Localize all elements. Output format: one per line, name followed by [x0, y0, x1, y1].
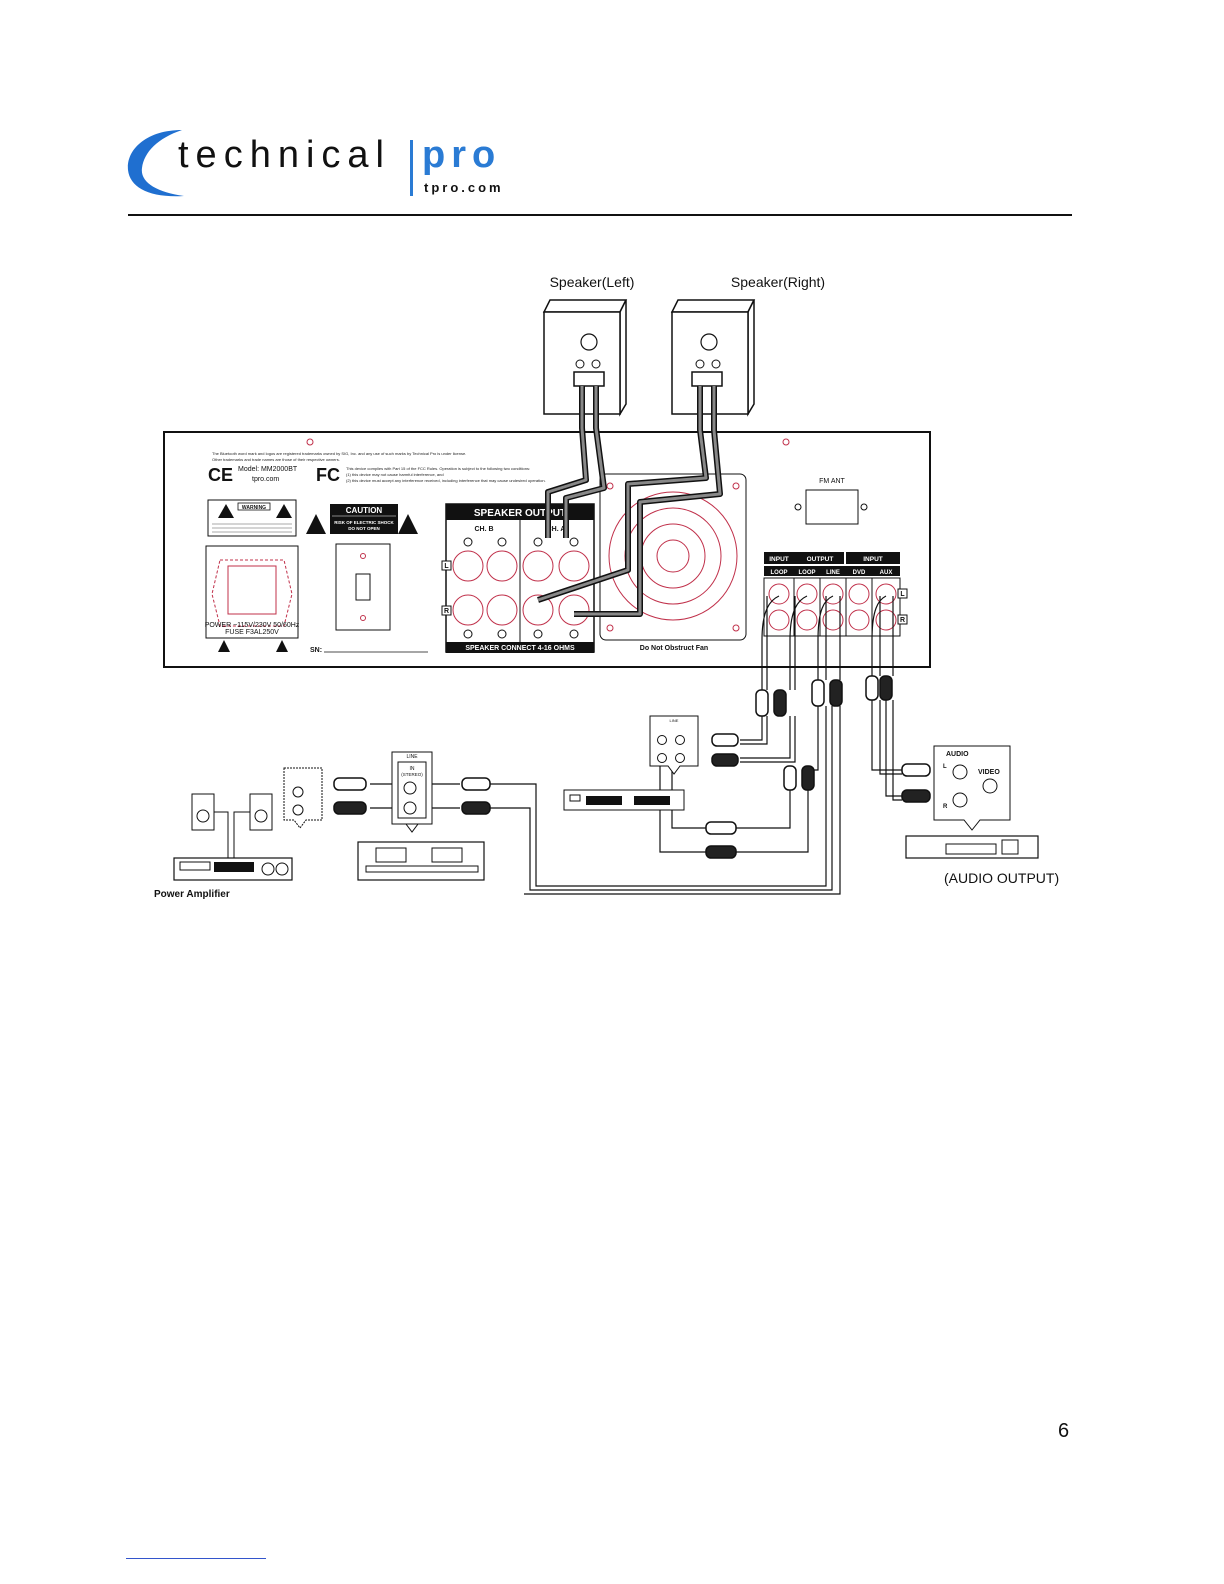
speaker-left-channel-tag: L — [444, 563, 449, 570]
warning-exclamation-icon — [276, 640, 288, 652]
io-input-loop-header: INPUT — [769, 556, 789, 563]
caution-line-2: DO NOT OPEN — [348, 526, 380, 531]
trademark-line-2: Other trademarks and trade names are tho… — [212, 457, 340, 462]
caution-title: CAUTION — [346, 506, 383, 515]
rca-plugs — [333, 675, 931, 859]
audio-right-tag: R — [943, 804, 948, 810]
audio-jack-label: AUDIO — [946, 751, 969, 758]
model-text: Model: MM2000BT — [238, 466, 298, 473]
power-amplifier: Power Amplifier — [154, 767, 323, 900]
io-loop-out-label: LOOP — [798, 570, 815, 576]
video-jack-label: VIDEO — [978, 769, 1000, 776]
speaker-wires — [537, 386, 723, 617]
serial-number-label: SN: — [310, 647, 322, 654]
trademark-line-1: The Bluetooth word mark and logos are re… — [212, 451, 466, 456]
shock-hazard-icon — [218, 640, 230, 652]
io-input-header: INPUT — [863, 556, 883, 563]
warning-exclamation-icon — [398, 514, 418, 534]
audio-output-label: (AUDIO OUTPUT) — [944, 870, 1059, 886]
speaker-right-label: Speaker(Right) — [731, 274, 825, 290]
stereo-in-label: IN — [410, 766, 415, 772]
amplifier-rear-panel: The Bluetooth word mark and logos are re… — [163, 431, 931, 668]
ce-mark-icon: CE — [208, 465, 233, 485]
speaker-right-channel-tag: R — [444, 608, 449, 615]
fm-antenna-label: FM ANT — [819, 478, 845, 485]
speaker-output-title: SPEAKER OUTPUT — [474, 508, 566, 519]
logo-swoosh-icon — [127, 130, 184, 197]
audio-left-tag: L — [943, 764, 947, 770]
warning-title: WARNING — [242, 505, 266, 511]
logo-divider — [410, 140, 413, 196]
fcc-line-1: This device complies with Part 15 of the… — [346, 466, 530, 471]
panel-website: tpro.com — [252, 476, 279, 483]
io-right-tag: R — [900, 617, 905, 624]
io-aux-label: AUX — [880, 570, 893, 576]
io-line-label: LINE — [826, 570, 840, 576]
audio-output-device: AUDIO VIDEO L R (AUDIO OUTPUT) — [905, 745, 1059, 886]
speaker-left-label: Speaker(Left) — [550, 274, 635, 290]
fcc-line-3: (2) this device must accept any interfer… — [346, 478, 546, 483]
channel-a-label: CH. A — [547, 526, 566, 533]
speaker-connect-label: SPEAKER CONNECT 4-16 OHMS — [465, 645, 575, 652]
loop-device-line-label: LINE — [670, 718, 679, 723]
stereo-line-label: LINE — [406, 754, 418, 760]
io-loop-in-label: LOOP — [770, 570, 787, 576]
power-rating-line-2: FUSE F3AL250V — [225, 629, 279, 636]
io-output-header: OUTPUT — [807, 556, 834, 563]
loop-device: LINE — [563, 715, 699, 811]
page-number: 6 — [1058, 1420, 1070, 1442]
technical-pro-logo: technical pro tpro.com — [126, 126, 516, 202]
power-rating-line-1: POWER ~115V/230V 50/60Hz — [205, 622, 300, 629]
power-amplifier-label: Power Amplifier — [154, 889, 230, 900]
speaker-right — [670, 299, 756, 417]
header-divider — [128, 214, 1072, 216]
fcc-line-2: (1) this device may not cause harmful in… — [346, 472, 444, 477]
logo-main-text: technical — [178, 134, 391, 176]
rca-cables — [370, 595, 902, 895]
logo-url: tpro.com — [424, 180, 504, 195]
fcc-mark-icon: FC — [316, 465, 340, 485]
caution-line-1: RISK OF ELECTRIC SHOCK — [334, 520, 394, 525]
io-left-tag: L — [900, 591, 905, 598]
io-dvd-label: DVD — [853, 570, 866, 576]
stereo-stereo-label: (STEREO) — [401, 772, 423, 777]
stereo-amplifier: LINE IN (STEREO) — [357, 751, 485, 881]
shock-hazard-icon — [306, 514, 326, 534]
fan-warning-label: Do Not Obstruct Fan — [640, 645, 708, 652]
logo-accent-text: pro — [422, 134, 502, 176]
channel-b-label: CH. B — [474, 526, 493, 533]
shock-hazard-icon — [218, 504, 234, 518]
warning-exclamation-icon — [276, 504, 292, 518]
footer-divider — [126, 1558, 266, 1559]
